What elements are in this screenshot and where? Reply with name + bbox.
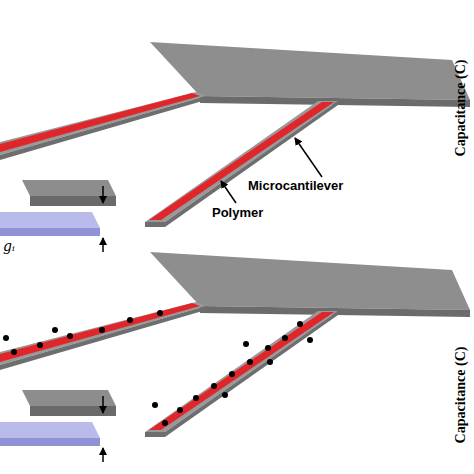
axis-label: Capacitance (C) [453,60,469,157]
gap-label: gᵢ [3,238,15,254]
axis-label: Capacitance (C) [453,347,469,444]
part-label: Polymer [212,205,263,220]
part-label: Microcantilever [248,178,343,193]
